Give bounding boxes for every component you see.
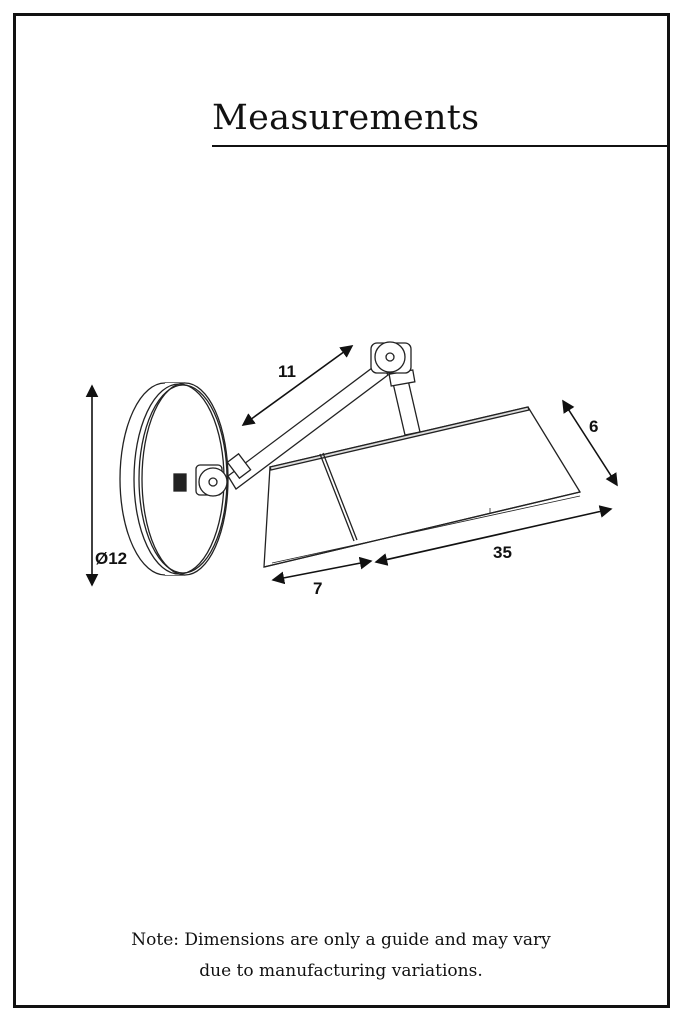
note-line-2: due to manufacturing variations. [199, 961, 483, 981]
upper-joint [370, 341, 412, 374]
arm-collar [226, 452, 252, 480]
label-shade-front: 7 [313, 579, 322, 598]
page-frame [13, 13, 670, 1008]
lower-joint [195, 464, 228, 497]
shade [263, 406, 582, 568]
dim-line-front [271, 556, 373, 585]
dim-line-length [374, 505, 613, 566]
label-shade-depth: 6 [589, 417, 598, 436]
label-plate-diameter: Ø12 [95, 549, 127, 568]
label-arm-length: 11 [278, 362, 296, 381]
dim-line-arm [241, 345, 354, 426]
knob [173, 473, 187, 492]
title-underline [212, 145, 668, 147]
stem [392, 379, 421, 436]
page-title: Measurements [212, 98, 480, 138]
dim-line-depth [562, 399, 618, 487]
note-line-1: Note: Dimensions are only a guide and ma… [131, 930, 551, 950]
label-shade-length: 35 [493, 543, 512, 562]
